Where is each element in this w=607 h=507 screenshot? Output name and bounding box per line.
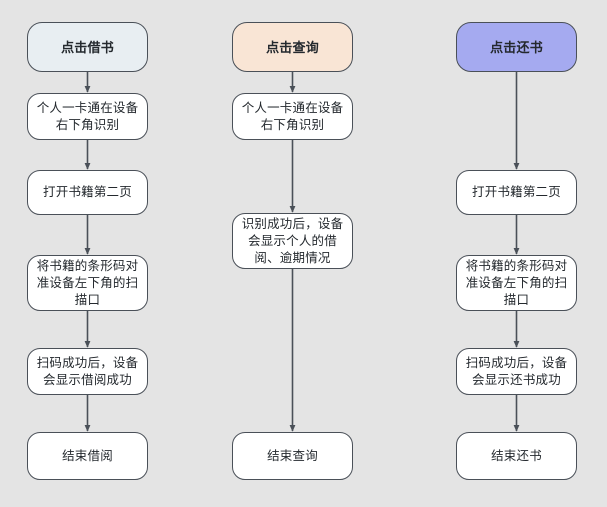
flow-node-label: 个人一卡通在设备 右下角识别 xyxy=(241,100,344,132)
flow-node-label: 将书籍的条形码对 准设备左下角的扫 描口 xyxy=(36,258,139,307)
flow-node-label: 结束还书 xyxy=(491,448,542,463)
flow-node-label: 打开书籍第二页 xyxy=(472,185,561,199)
flow-node-q4[interactable]: 结束查询 xyxy=(232,432,353,480)
flow-node-r3[interactable]: 将书籍的条形码对 准设备左下角的扫 描口 xyxy=(456,255,577,311)
flow-node-label: 将书籍的条形码对 准设备左下角的扫 描口 xyxy=(465,258,568,307)
flow-node-r5[interactable]: 结束还书 xyxy=(456,432,577,480)
flow-node-b1[interactable]: 点击借书 xyxy=(27,22,148,72)
flow-node-label: 点击还书 xyxy=(490,39,543,55)
flow-node-label: 结束借阅 xyxy=(62,448,113,463)
flow-node-label: 扫码成功后，设备 会显示还书成功 xyxy=(465,355,568,387)
flow-node-b5[interactable]: 扫码成功后，设备 会显示借阅成功 xyxy=(27,348,148,395)
flow-node-label: 个人一卡通在设备 右下角识别 xyxy=(36,100,139,132)
flow-node-b3[interactable]: 打开书籍第二页 xyxy=(27,170,148,215)
flow-node-q2[interactable]: 个人一卡通在设备 右下角识别 xyxy=(232,93,353,140)
flow-node-label: 点击借书 xyxy=(61,39,114,55)
flow-node-label: 打开书籍第二页 xyxy=(43,185,132,199)
flow-node-b4[interactable]: 将书籍的条形码对 准设备左下角的扫 描口 xyxy=(27,255,148,311)
flow-node-b2[interactable]: 个人一卡通在设备 右下角识别 xyxy=(27,93,148,140)
flow-node-label: 扫码成功后，设备 会显示借阅成功 xyxy=(36,355,139,387)
flow-node-label: 点击查询 xyxy=(266,39,319,55)
flow-node-r4[interactable]: 扫码成功后，设备 会显示还书成功 xyxy=(456,348,577,395)
flow-node-q3[interactable]: 识别成功后，设备 会显示个人的借 阅、逾期情况 xyxy=(232,213,353,269)
flow-node-b6[interactable]: 结束借阅 xyxy=(27,432,148,480)
flow-node-label: 结束查询 xyxy=(267,448,318,463)
flow-node-label: 识别成功后，设备 会显示个人的借 阅、逾期情况 xyxy=(241,216,344,265)
flow-node-r2[interactable]: 打开书籍第二页 xyxy=(456,170,577,215)
flow-node-q1[interactable]: 点击查询 xyxy=(232,22,353,72)
flow-node-r1[interactable]: 点击还书 xyxy=(456,22,577,72)
